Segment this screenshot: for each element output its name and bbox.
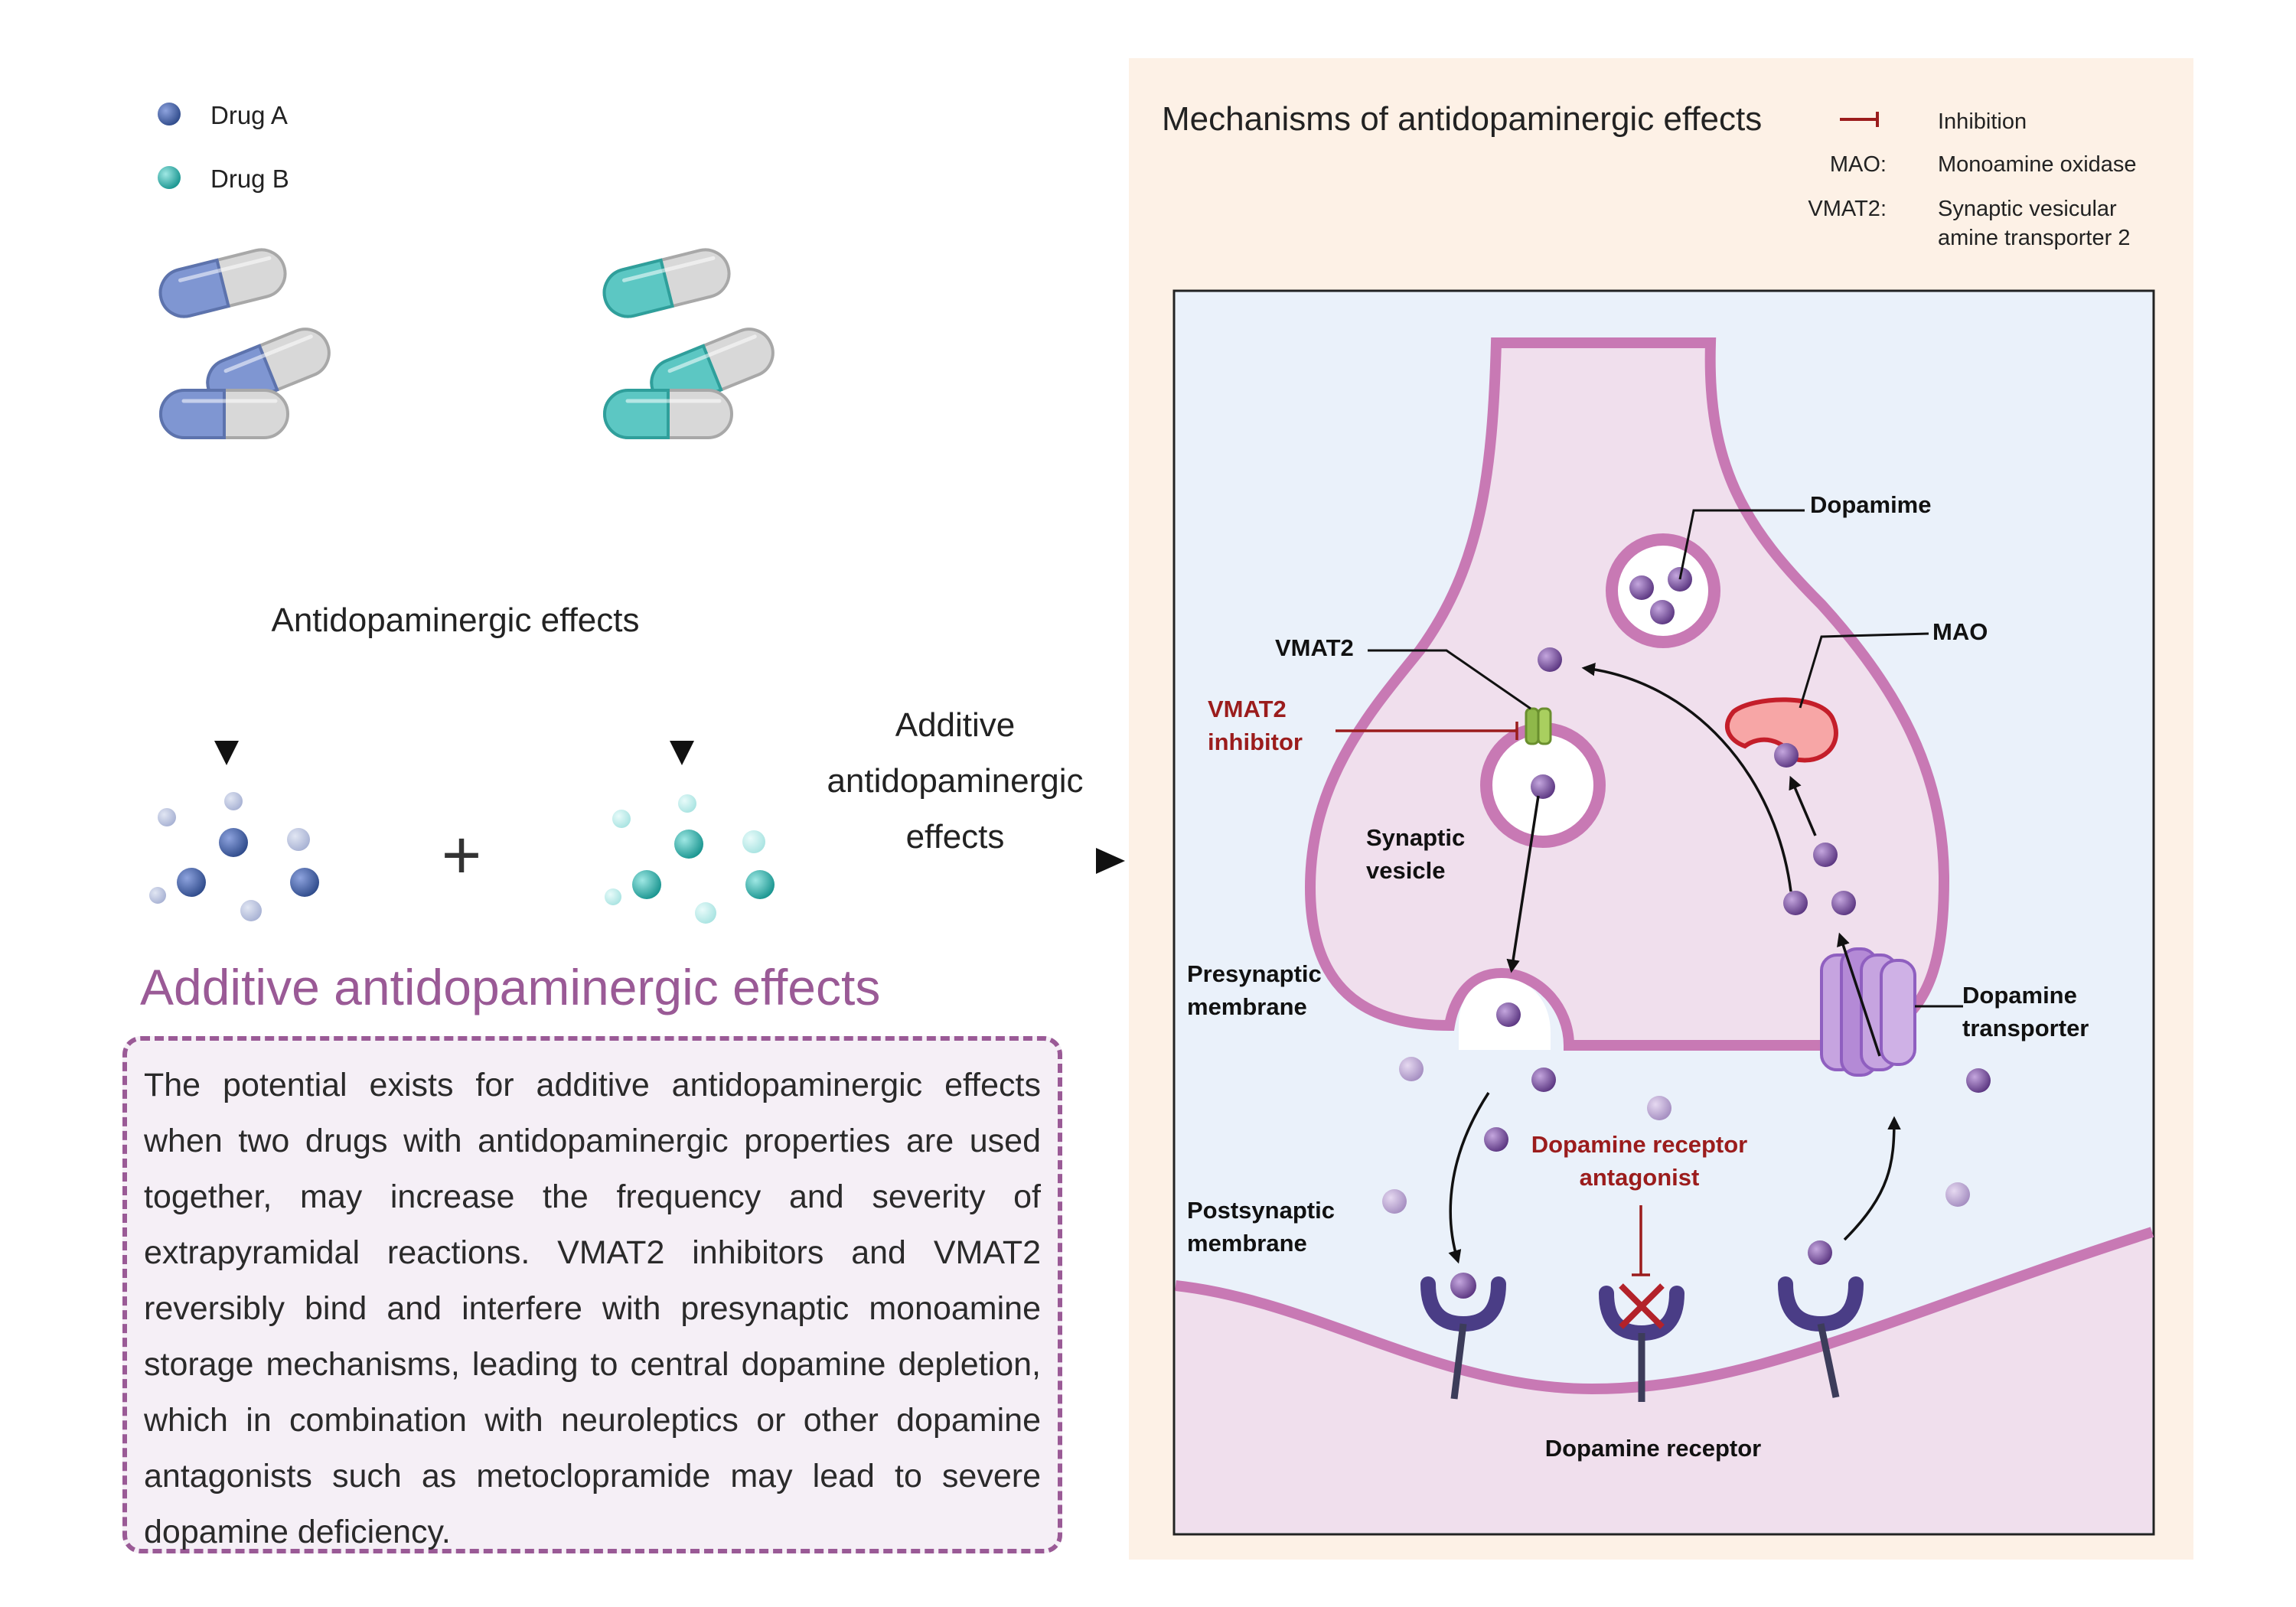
description-box: The potential exists for additive antido… [122, 1036, 1062, 1553]
label-vmat2-inhibitor-2: inhibitor [1208, 729, 1303, 755]
label-dopamine: Dopamime [1810, 491, 1931, 518]
synapse-diagram: Dopamime MAO VMAT2 VMAT2 inhibitor Synap… [1172, 289, 2155, 1536]
description-text: The potential exists for additive antido… [144, 1067, 1041, 1550]
additive-effects-line-3: effects [906, 818, 1005, 856]
drug-b-particles [605, 794, 775, 924]
drug-b-dot-icon [158, 166, 181, 189]
dopamine-receptor-left-icon [1428, 1273, 1499, 1399]
drug-b-capsules-icon [599, 245, 780, 438]
key-mao-abbr: MAO: [1830, 152, 1887, 177]
label-receptor-antagonist-2: antagonist [1580, 1164, 1700, 1191]
dopamine-receptor-right-icon [1778, 1276, 1864, 1398]
postsynaptic-neuron [1176, 1232, 2152, 1533]
key-mao-full: Monoamine oxidase [1938, 152, 2137, 177]
legend-drug-a: Drug A [210, 101, 288, 129]
mao-enzyme-icon [1724, 697, 1838, 763]
blocked-x-icon [1619, 1283, 1665, 1329]
section-title: Additive antidopaminergic effects [140, 959, 880, 1015]
label-presynaptic-membrane-2: membrane [1187, 993, 1307, 1020]
dopamine-molecules [1382, 647, 1991, 1265]
label-leaders [1368, 509, 1963, 1008]
mechanism-key: Inhibition MAO: Monoamine oxidase VMAT2:… [1808, 109, 2136, 250]
additive-effects-arrow [775, 848, 1125, 874]
label-dopamine-transporter-2: transporter [1962, 1015, 2089, 1041]
synaptic-vesicle [1480, 722, 1606, 848]
label-vmat2: VMAT2 [1275, 634, 1354, 661]
label-vmat2-inhibitor-1: VMAT2 [1208, 696, 1287, 722]
drug-a-particles [149, 792, 319, 921]
label-postsynaptic-membrane-2: membrane [1187, 1230, 1307, 1257]
additive-effects-line-1: Additive [895, 706, 1016, 744]
drug-a-effect-arrow [214, 490, 239, 765]
plus-sign: + [442, 817, 482, 894]
label-receptor-antagonist-1: Dopamine receptor [1531, 1131, 1748, 1158]
dopamine-transporter-icon [1820, 947, 1916, 1077]
key-vmat2-full-2: amine transporter 2 [1938, 226, 2130, 250]
label-presynaptic-membrane-1: Presynaptic [1187, 960, 1322, 987]
legend: Drug A Drug B [158, 101, 289, 193]
vmat2-channel-icon [1525, 707, 1552, 745]
key-vmat2-abbr: VMAT2: [1808, 197, 1887, 221]
mechanism-arrows [1448, 663, 1901, 1264]
drug-a-dot-icon [158, 103, 181, 125]
label-dopamine-receptor: Dopamine receptor [1545, 1435, 1762, 1462]
dopamine-vesicle [1606, 533, 1720, 648]
key-vmat2-full-1: Synaptic vesicular [1938, 197, 2117, 221]
receptor-antagonist-inhibition-line [1632, 1205, 1650, 1276]
label-mao: MAO [1932, 618, 1988, 645]
vmat2-inhibition-line [1336, 722, 1518, 740]
mechanism-panel-title: Mechanisms of antidopaminergic effects [1162, 100, 1762, 138]
key-inhibition: Inhibition [1938, 109, 2027, 134]
legend-drug-b: Drug B [210, 165, 289, 193]
label-synaptic-vesicle-1: Synaptic [1366, 824, 1465, 851]
label-synaptic-vesicle-2: vesicle [1366, 857, 1445, 884]
dopamine-receptor-blocked-icon [1599, 1286, 1684, 1402]
antidopaminergic-effects-label: Antidopaminergic effects [271, 601, 639, 639]
drug-a-capsules-icon [155, 245, 336, 438]
drug-b-effect-arrow [670, 490, 694, 765]
additive-effects-line-2: antidopaminergic [827, 762, 1083, 800]
label-dopamine-transporter-1: Dopamine [1962, 982, 2077, 1009]
presynaptic-terminal [1304, 337, 1950, 1051]
label-postsynaptic-membrane-1: Postsynaptic [1187, 1197, 1335, 1224]
